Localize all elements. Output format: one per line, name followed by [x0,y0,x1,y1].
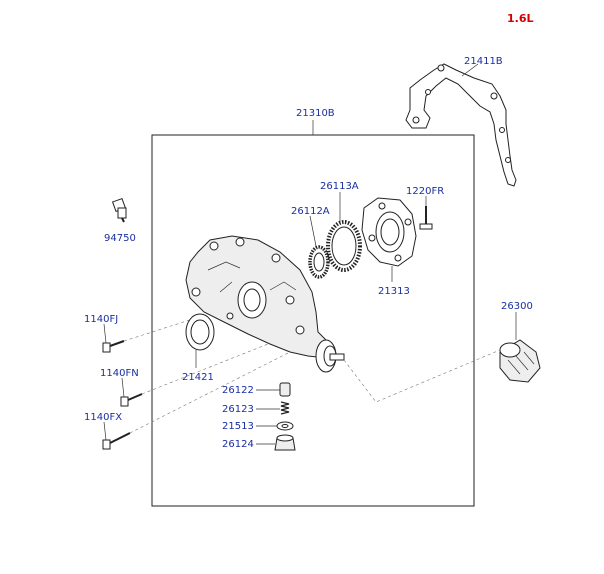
relief-washer[interactable] [276,421,294,431]
relief-plug[interactable] [274,434,296,451]
oil-filter[interactable] [499,339,541,383]
oil-seal[interactable] [185,313,215,351]
pump-cover-plate[interactable] [361,197,417,267]
pump-drive-hub[interactable] [315,339,345,373]
callout-21421: 21421 [182,372,214,383]
callout-21411B: 21411B [464,56,503,67]
engine-displacement-label: 1.6L [507,12,534,25]
tone-wheel[interactable] [326,220,362,272]
sensor-bolt[interactable] [111,197,127,223]
callout-26113A: 26113A [320,181,359,192]
callout-26112A: 26112A [291,206,330,217]
callout-1140FN: 1140FN [100,368,139,379]
case-bolt-3[interactable] [102,432,131,450]
case-bolt-2[interactable] [120,393,143,407]
case-bolt-1[interactable] [102,340,125,353]
callout-1220FR: 1220FR [406,186,444,197]
front-case-gasket[interactable] [405,63,517,187]
callout-21313: 21313 [378,286,410,297]
callout-26300: 26300 [501,301,533,312]
rotor-gear[interactable] [308,245,330,279]
callout-1140FJ: 1140FJ [84,314,118,325]
callout-94750: 94750 [104,233,136,244]
cover-bolt[interactable] [419,206,433,230]
callout-21513: 21513 [222,421,254,432]
callout-1140FX: 1140FX [84,412,122,423]
callout-26122: 26122 [222,385,254,396]
callout-21310B: 21310B [296,108,335,119]
relief-spring[interactable] [280,401,290,415]
callout-26124: 26124 [222,439,254,450]
callout-26123: 26123 [222,404,254,415]
relief-plunger[interactable] [279,382,291,397]
